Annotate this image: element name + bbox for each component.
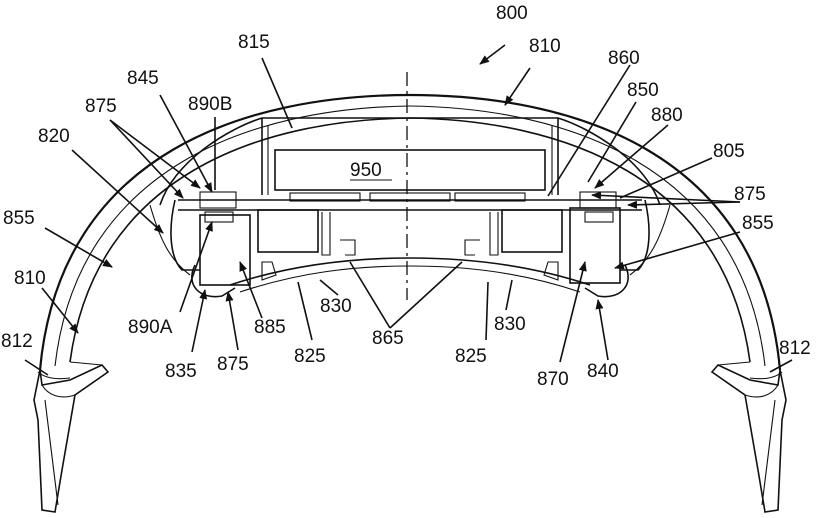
label-812-right: 812 [779,338,811,359]
label-820: 820 [38,126,70,147]
label-812-left: 812 [1,331,33,352]
label-855-left: 855 [3,208,35,229]
label-845: 845 [127,68,159,89]
label-890b: 890B [188,94,232,115]
left-ear-piece [34,362,108,512]
label-825-left: 825 [294,346,326,367]
label-815: 815 [238,32,270,53]
label-880: 880 [651,105,683,126]
label-860: 860 [608,48,640,69]
label-810-top: 810 [529,36,561,57]
label-840: 840 [587,361,619,382]
label-865: 865 [372,328,404,349]
label-830-left: 830 [320,296,352,317]
frame-plate [150,193,670,275]
label-885: 885 [254,317,286,338]
display-950 [275,150,545,190]
label-870: 870 [537,369,569,390]
label-800: 800 [496,3,528,24]
right-ear-piece [712,362,786,512]
label-850: 850 [627,80,659,101]
label-875-left: 875 [85,96,117,117]
label-830-right: 830 [494,314,526,335]
left-components [192,192,355,297]
label-825-right: 825 [455,346,487,367]
right-components [465,192,628,297]
label-950: 950 [350,160,382,181]
label-875-right: 875 [734,184,766,205]
label-855-right: 855 [742,213,774,234]
label-835: 835 [165,361,197,382]
lower-lens [230,258,590,292]
label-890a: 890A [128,317,173,338]
label-810-left: 810 [14,268,46,289]
label-805: 805 [713,141,745,162]
label-875-bottom: 875 [217,354,249,375]
